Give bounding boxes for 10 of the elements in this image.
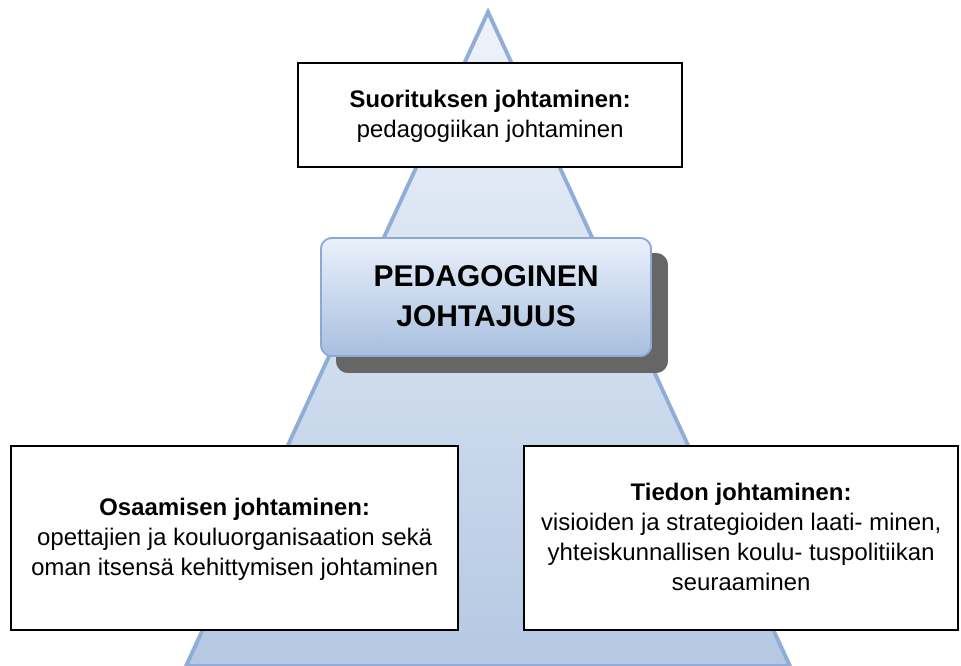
- text-box: [10, 445, 459, 631]
- box-text: visioiden ja strategioiden laati- minen, yhteiskunnallisen koulu- tuspolitiikan seuraaminen: [540, 508, 942, 598]
- box-heading: Tiedon johtaminen:: [630, 478, 852, 508]
- box-text: pedagogiikan johtaminen: [356, 115, 624, 145]
- text-box: [297, 62, 683, 168]
- box-text: opettajien ja kouluorganisaation sekä oman itsensä kehittymisen johtaminen: [30, 523, 439, 583]
- text-box: [523, 445, 959, 631]
- box-heading: Suorituksen johtaminen:: [349, 85, 631, 115]
- box-title: PEDAGOGINEN JOHTAJUUS: [372, 259, 600, 335]
- box-heading: Osaamisen johtaminen:: [99, 493, 370, 523]
